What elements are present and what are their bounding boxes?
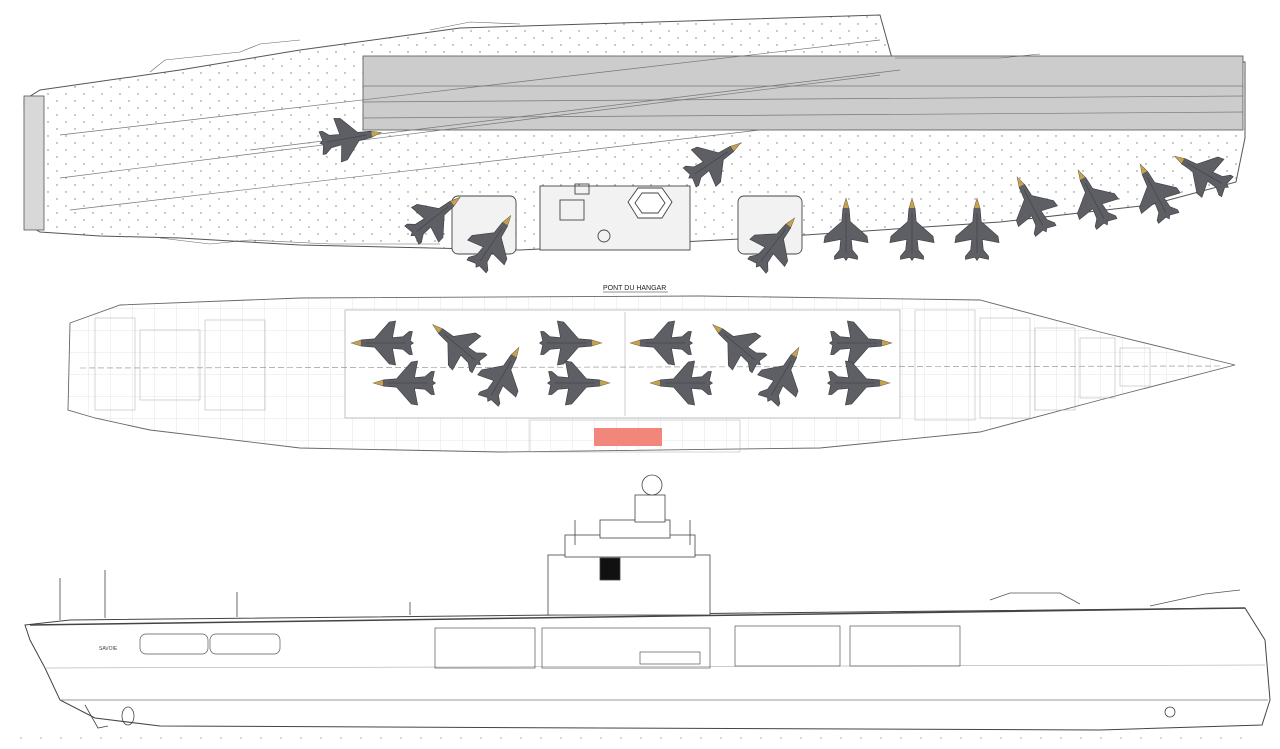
angled-deck: [362, 55, 1244, 131]
flight-deck-view: [23, 14, 1246, 282]
hangar-bay: [344, 309, 901, 419]
island-superstructure: [547, 474, 711, 616]
stern-ramp: [23, 95, 45, 231]
masts: [59, 570, 411, 620]
bow-ski-jump: [989, 589, 1241, 607]
island-structure: [451, 183, 803, 255]
hangar-deck-view: PONT DU HANGAR: [67, 285, 1236, 453]
hull-name-plate: SAVOIE: [99, 646, 118, 652]
aircraft-elevator: [594, 428, 662, 446]
flight-deck-line: [29, 607, 1246, 626]
hull-outline: [24, 607, 1271, 731]
propeller-and-rudder: [84, 704, 1176, 729]
hull-openings: [139, 625, 961, 669]
hangar-deck-title: PONT DU HANGAR: [603, 285, 666, 292]
side-profile-view: SAVOIE: [20, 474, 1271, 739]
deck-edge-details: [149, 21, 1041, 245]
hangar-compartments: [94, 309, 1151, 453]
